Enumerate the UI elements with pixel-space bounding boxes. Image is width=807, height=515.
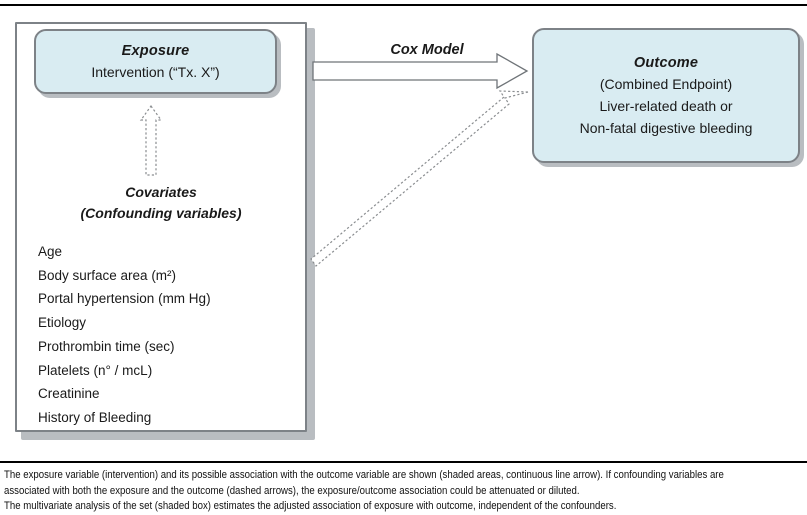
figure-caption: The exposure variable (intervention) and… [4,468,804,515]
caption-separator-rule [0,461,807,463]
list-item: Platelets (n° / mcL) [38,362,153,378]
top-horizontal-rule [0,4,807,6]
covariates-heading-line-2: (Confounding variables) [80,205,242,221]
list-item: Age [38,244,63,259]
caption-line-1: The exposure variable (intervention) and… [4,469,724,481]
outcome-box: Outcome (Combined Endpoint) Liver-relate… [532,28,800,163]
list-item: Body surface area (m²) [38,267,177,283]
outcome-line-3: Non-fatal digestive bleeding [579,119,753,136]
exposure-line-1: Intervention (“Tx. X”) [91,63,220,80]
outcome-line-1: (Combined Endpoint) [599,75,733,92]
outcome-title: Outcome [633,54,699,71]
caption-line-2: associated with both the exposure and th… [4,484,580,497]
list-item: Prothrombin time (sec) [38,338,175,354]
cox-model-arrow-icon [312,52,529,90]
covariates-list: Age Body surface area (m²) Portal hypert… [38,240,298,430]
cox-model-label: Cox Model [390,42,464,58]
list-item: History of Bleeding [38,409,152,425]
outcome-line-2: Liver-related death or [599,97,733,114]
exposure-box: Exposure Intervention (“Tx. X”) [34,29,277,94]
covariates-heading-line-1: Covariates [125,184,197,200]
list-item: Creatinine [38,386,100,402]
covariates-to-exposure-arrow-icon [139,104,163,176]
covariates-heading: Covariates (Confounding variables) [15,182,307,224]
covariates-to-outcome-arrow-icon [310,90,529,267]
exposure-title: Exposure [121,42,190,59]
list-item: Portal hypertension (mm Hg) [38,291,211,307]
caption-line-3: The multivariate analysis of the set (sh… [4,500,617,513]
list-item: Etiology [38,315,87,331]
